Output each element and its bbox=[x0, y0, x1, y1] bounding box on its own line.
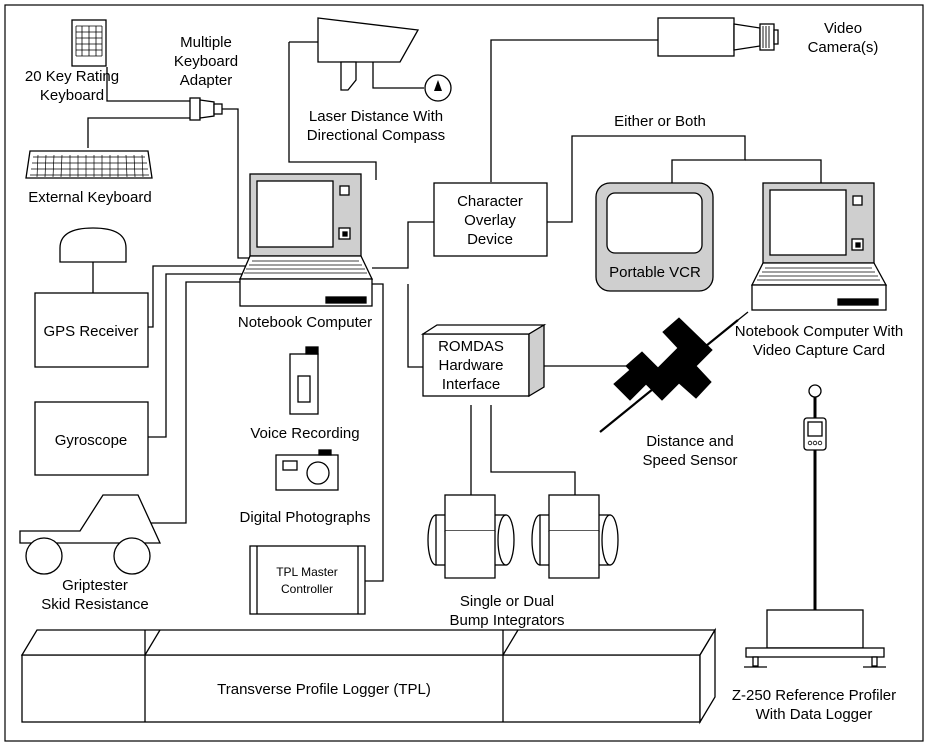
gps-antenna-icon bbox=[59, 227, 127, 263]
keyboard-adapter-icon bbox=[189, 97, 223, 121]
rating-keyboard-icon bbox=[71, 19, 107, 67]
keyboard-adapter-label-3: Adapter bbox=[180, 72, 233, 89]
griptester-icon bbox=[19, 494, 162, 575]
rating-keyboard-label-1: 20 Key Rating bbox=[25, 68, 119, 85]
external-keyboard-icon bbox=[25, 150, 153, 179]
notebook-video-capture-icon bbox=[750, 182, 888, 311]
keyboard-adapter-label-1: Multiple bbox=[180, 34, 232, 51]
gyroscope-box bbox=[34, 401, 149, 476]
tpl-beam bbox=[20, 627, 717, 725]
voice-recorder-icon bbox=[289, 346, 319, 415]
video-camera-icon bbox=[657, 17, 779, 57]
video-camera-label-1: Video bbox=[824, 20, 862, 37]
gps-receiver-label: GPS Receiver bbox=[43, 323, 138, 340]
bump-integrators-label-2: Bump Integrators bbox=[449, 612, 564, 629]
portable-vcr-label: Portable VCR bbox=[609, 264, 701, 281]
character-overlay-label-1: Character bbox=[457, 193, 523, 210]
romdas-label-3: Interface bbox=[442, 376, 500, 393]
romdas-box bbox=[420, 323, 547, 398]
character-overlay-label-2: Overlay bbox=[464, 212, 516, 229]
distance-speed-sensor-icon bbox=[599, 311, 749, 433]
video-camera-label-2: Camera(s) bbox=[808, 39, 879, 56]
bump-integrator-icon bbox=[427, 494, 515, 579]
gps-receiver-box bbox=[34, 292, 149, 368]
griptester-label-2: Skid Resistance bbox=[41, 596, 149, 613]
notebook-video-label-1: Notebook Computer With bbox=[735, 323, 903, 340]
notebook-computer-icon bbox=[239, 173, 374, 307]
diagram-border bbox=[4, 4, 924, 742]
portable-vcr-icon bbox=[595, 182, 714, 292]
bump-integrator-icon bbox=[531, 494, 619, 579]
bump-integrators-label-1: Single or Dual bbox=[460, 593, 554, 610]
voice-recording-label: Voice Recording bbox=[250, 425, 359, 442]
z250-profiler-icon bbox=[744, 384, 886, 668]
compass-icon bbox=[424, 74, 452, 102]
character-overlay-box bbox=[433, 182, 548, 257]
distance-sensor-label-1: Distance and bbox=[646, 433, 734, 450]
distance-sensor-label-2: Speed Sensor bbox=[642, 452, 737, 469]
tpl-master-label-1: TPL Master bbox=[276, 565, 338, 579]
tpl-label: Transverse Profile Logger (TPL) bbox=[217, 681, 431, 698]
laser-label-2: Directional Compass bbox=[307, 127, 445, 144]
gyroscope-label: Gyroscope bbox=[55, 432, 128, 449]
laser-icon bbox=[289, 17, 420, 91]
character-overlay-label-3: Device bbox=[467, 231, 513, 248]
romdas-label-2: Hardware bbox=[438, 357, 503, 374]
rating-keyboard-label-2: Keyboard bbox=[40, 87, 104, 104]
z250-label-2: With Data Logger bbox=[756, 706, 873, 723]
camera-icon bbox=[275, 449, 339, 491]
notebook-video-label-2: Video Capture Card bbox=[753, 342, 885, 359]
either-or-both-label: Either or Both bbox=[614, 113, 706, 130]
griptester-label-1: Griptester bbox=[62, 577, 128, 594]
digital-photographs-label: Digital Photographs bbox=[240, 509, 371, 526]
tpl-master-label-2: Controller bbox=[281, 582, 333, 596]
external-keyboard-label: External Keyboard bbox=[28, 189, 151, 206]
romdas-label-1: ROMDAS bbox=[438, 338, 504, 355]
keyboard-adapter-label-2: Keyboard bbox=[174, 53, 238, 70]
tpl-master-controller-box bbox=[249, 545, 366, 615]
z250-label-1: Z-250 Reference Profiler bbox=[732, 687, 896, 704]
connection-lines bbox=[87, 39, 822, 582]
notebook-computer-label: Notebook Computer bbox=[238, 314, 372, 331]
laser-label-1: Laser Distance With bbox=[309, 108, 443, 125]
